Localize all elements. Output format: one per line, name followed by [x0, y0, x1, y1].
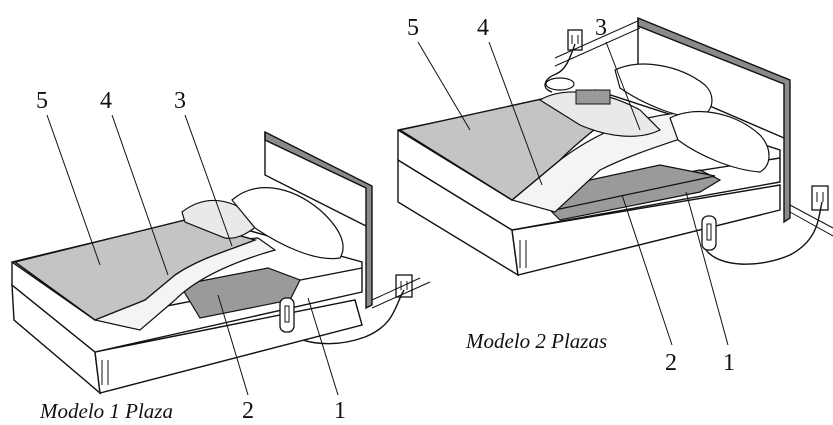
callout-2-single: 2 — [242, 398, 254, 424]
blanket-single — [13, 219, 258, 321]
controller-double — [701, 215, 717, 251]
double-bed-figure: 5 4 3 2 1 Modelo 2 Plazas — [397, 15, 833, 376]
heating-pad-single — [179, 267, 301, 319]
callout-4-single: 4 — [100, 88, 112, 114]
pillow-double-a — [538, 91, 662, 137]
callout-1-single: 1 — [334, 398, 346, 424]
single-bed-figure: 5 4 3 2 1 Modelo 1 Plaza — [11, 88, 431, 424]
callout-3-single: 3 — [174, 88, 186, 114]
floor-line-single — [371, 277, 421, 301]
wall-outlet-double-right — [705, 185, 829, 265]
callout-2-double: 2 — [665, 350, 677, 376]
pillow-single-b — [231, 187, 344, 260]
caption-double: Modelo 2 Plazas — [465, 329, 607, 353]
callout-5-double: 5 — [407, 15, 419, 41]
callout-3-double: 3 — [595, 15, 607, 41]
pillow-double-c — [669, 110, 770, 173]
callout-5-single: 5 — [36, 88, 48, 114]
pillow-double-b — [614, 63, 713, 119]
callout-1-double: 1 — [723, 350, 735, 376]
caption-single: Modelo 1 Plaza — [39, 399, 173, 423]
wall-outlet-double-top — [544, 29, 583, 93]
controller-single — [279, 297, 295, 333]
callout-4-double: 4 — [477, 15, 489, 41]
